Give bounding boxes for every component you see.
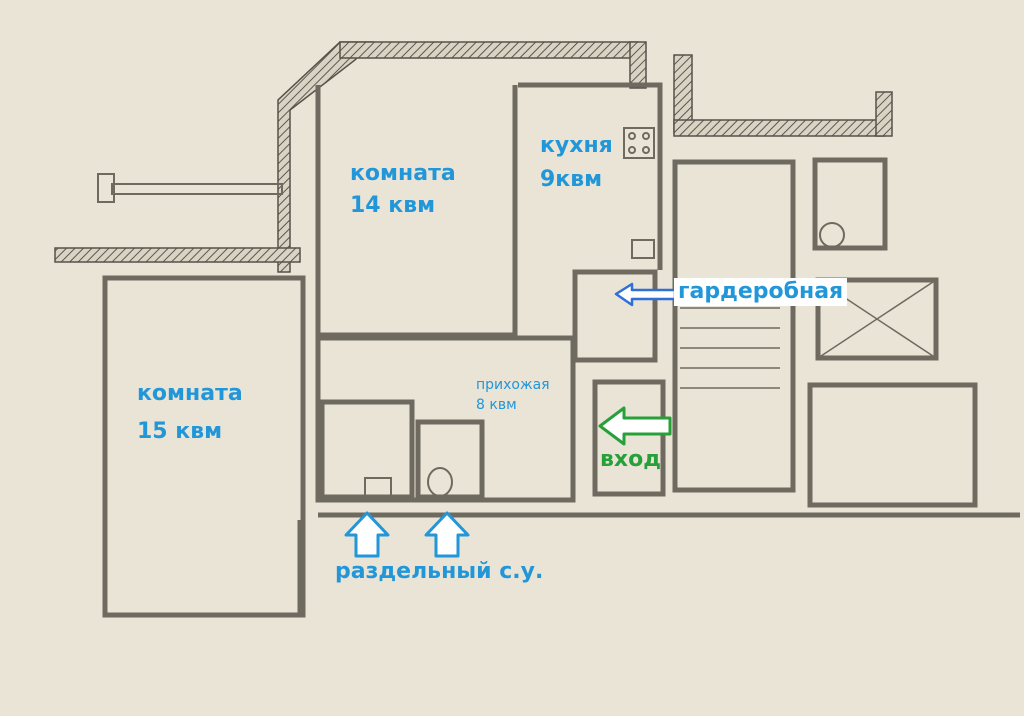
toilet-icon — [427, 467, 453, 497]
fixtures — [97, 127, 845, 499]
burner-icon — [642, 146, 650, 154]
sink-icon — [364, 477, 392, 499]
sink-icon — [631, 239, 655, 259]
hallway-area: 8 квм — [476, 396, 517, 413]
shower-icon — [819, 222, 845, 248]
burner-icon — [642, 132, 650, 140]
room-15-area: 15 квм — [137, 418, 223, 444]
bathroom-arrows — [344, 511, 470, 558]
room-14-label: комната 14 квм — [350, 160, 456, 219]
balcony-post-icon — [97, 173, 115, 203]
burner-icon — [628, 132, 636, 140]
plan-walls — [102, 82, 1020, 618]
burner-icon — [628, 146, 636, 154]
room-15-label: комната 15 квм — [137, 380, 243, 445]
kitchen-name: кухня — [540, 133, 613, 158]
kitchen-area: 9квм — [540, 166, 603, 192]
up-arrow-icon — [424, 511, 470, 558]
wardrobe-label: гардеробная — [674, 278, 848, 306]
room-14-area: 14 квм — [350, 192, 436, 218]
up-arrow-icon — [344, 511, 390, 558]
hallway-name: прихожая — [476, 377, 550, 393]
entrance-label: вход — [600, 447, 661, 472]
room-14-name: комната — [350, 161, 456, 186]
hallway-label: прихожая 8 квм — [476, 376, 550, 415]
kitchen-label: кухня 9квм — [540, 132, 613, 193]
stove-icon — [623, 127, 655, 159]
left-arrow-icon — [598, 406, 672, 446]
bathroom-label: раздельный с.у. — [335, 559, 544, 584]
exterior-walls — [54, 41, 893, 273]
room-15-name: комната — [137, 381, 243, 406]
